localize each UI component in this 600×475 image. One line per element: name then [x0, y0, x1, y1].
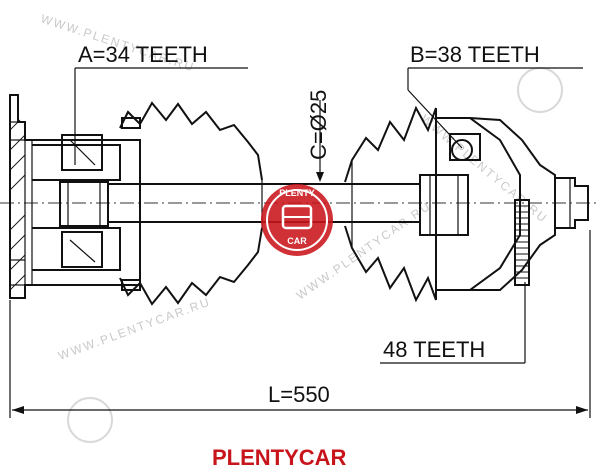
label-c-diameter: C=Ø25	[306, 90, 331, 160]
inner-cv-joint	[9, 94, 141, 299]
brand-name: PLENTYCAR	[212, 445, 347, 470]
outer-cv-joint	[419, 108, 589, 300]
watermark-url-text-4: WWW.PLENTYCAR.RU	[56, 294, 212, 362]
label-a-teeth: A=34 TEETH	[78, 42, 208, 67]
label-b-teeth: B=38 TEETH	[410, 42, 540, 67]
leader-lines	[9, 67, 591, 418]
label-48-teeth: 48 TEETH	[383, 337, 485, 362]
label-length: L=550	[268, 382, 330, 407]
inner-boot	[119, 101, 263, 306]
stamp-bottom-text: CAR	[287, 236, 307, 246]
plentycar-stamp-logo: PLENTY CAR	[261, 184, 333, 256]
outer-boot	[344, 105, 437, 303]
watermark-logo-circle	[517, 67, 563, 113]
watermark-logo-circle	[67, 397, 113, 443]
stamp-top-text: PLENTY	[279, 188, 315, 198]
